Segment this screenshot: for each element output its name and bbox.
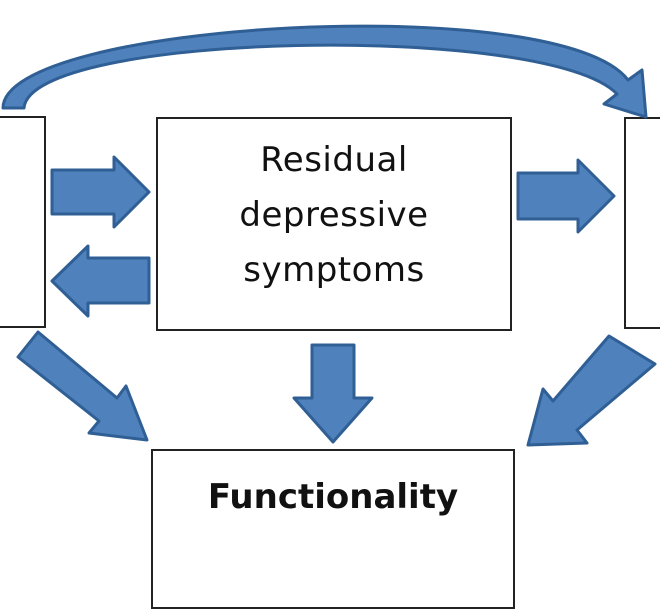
arrow-right-to-bottom: [526, 334, 657, 447]
arrow-left-to-bottom: [16, 330, 149, 442]
center-box-label: Residual depressive symptoms: [157, 133, 511, 298]
arrow-center-to-bottom: [292, 343, 374, 444]
right-box: [624, 117, 660, 329]
arrow-left-to-center: [50, 155, 151, 229]
center-box: [156, 117, 512, 331]
arrow-center-to-right: [516, 158, 616, 234]
bottom-box-label: Functionality: [207, 477, 459, 517]
left-box: [0, 116, 46, 328]
bottom-box: [151, 449, 515, 609]
arrow-center-to-left: [50, 244, 151, 318]
center-label-line-1: Residual: [260, 140, 408, 180]
center-label-line-2: depressive: [239, 195, 429, 235]
center-label-line-3: symptoms: [243, 250, 425, 290]
curved-arrow-left-to-right: [1, 24, 648, 119]
